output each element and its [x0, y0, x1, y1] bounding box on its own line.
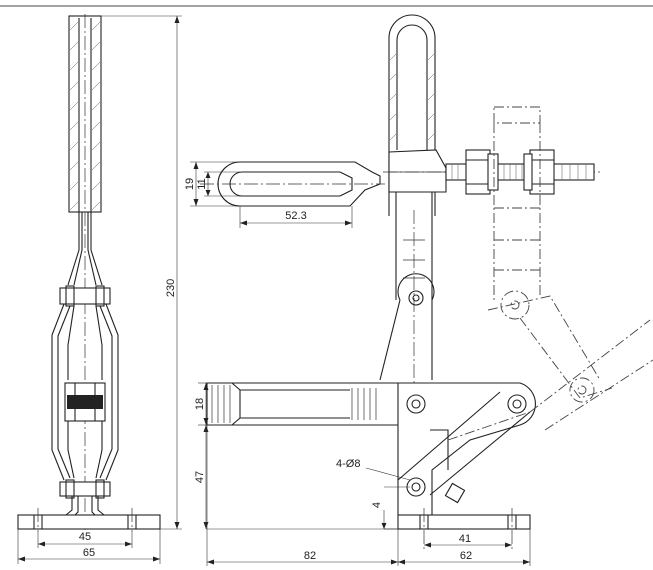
- dim-45-label: 45: [79, 531, 91, 543]
- dimensions-vertical-front: 18 47 4 4-Ø8: [194, 382, 411, 530]
- dim-41-label: 41: [459, 533, 471, 545]
- dim-52-3-label: 52.3: [285, 210, 306, 222]
- dim-47-label: 47: [194, 471, 206, 483]
- front-view: [206, 14, 600, 550]
- dimension-230: 230: [101, 15, 182, 530]
- phantom-open-position: [447, 106, 653, 441]
- dim-230-label: 230: [165, 279, 177, 297]
- side-view: [17, 14, 161, 532]
- dim-18-label: 18: [194, 398, 206, 410]
- spindle-detail: 19 11 52.3: [184, 161, 385, 228]
- dim-82-label: 82: [304, 550, 316, 562]
- dimensions-horizontal-front: 82 41 62: [206, 425, 531, 566]
- dim-4-hole-label: 4-Ø8: [336, 458, 360, 470]
- dimension-45-65: 45 65: [17, 529, 161, 564]
- dim-11-label: 11: [196, 178, 208, 189]
- dim-65-label: 65: [83, 547, 95, 559]
- dim-62-label: 62: [460, 550, 472, 562]
- dim-4-label: 4: [371, 502, 383, 508]
- dim-19-label: 19: [184, 178, 196, 190]
